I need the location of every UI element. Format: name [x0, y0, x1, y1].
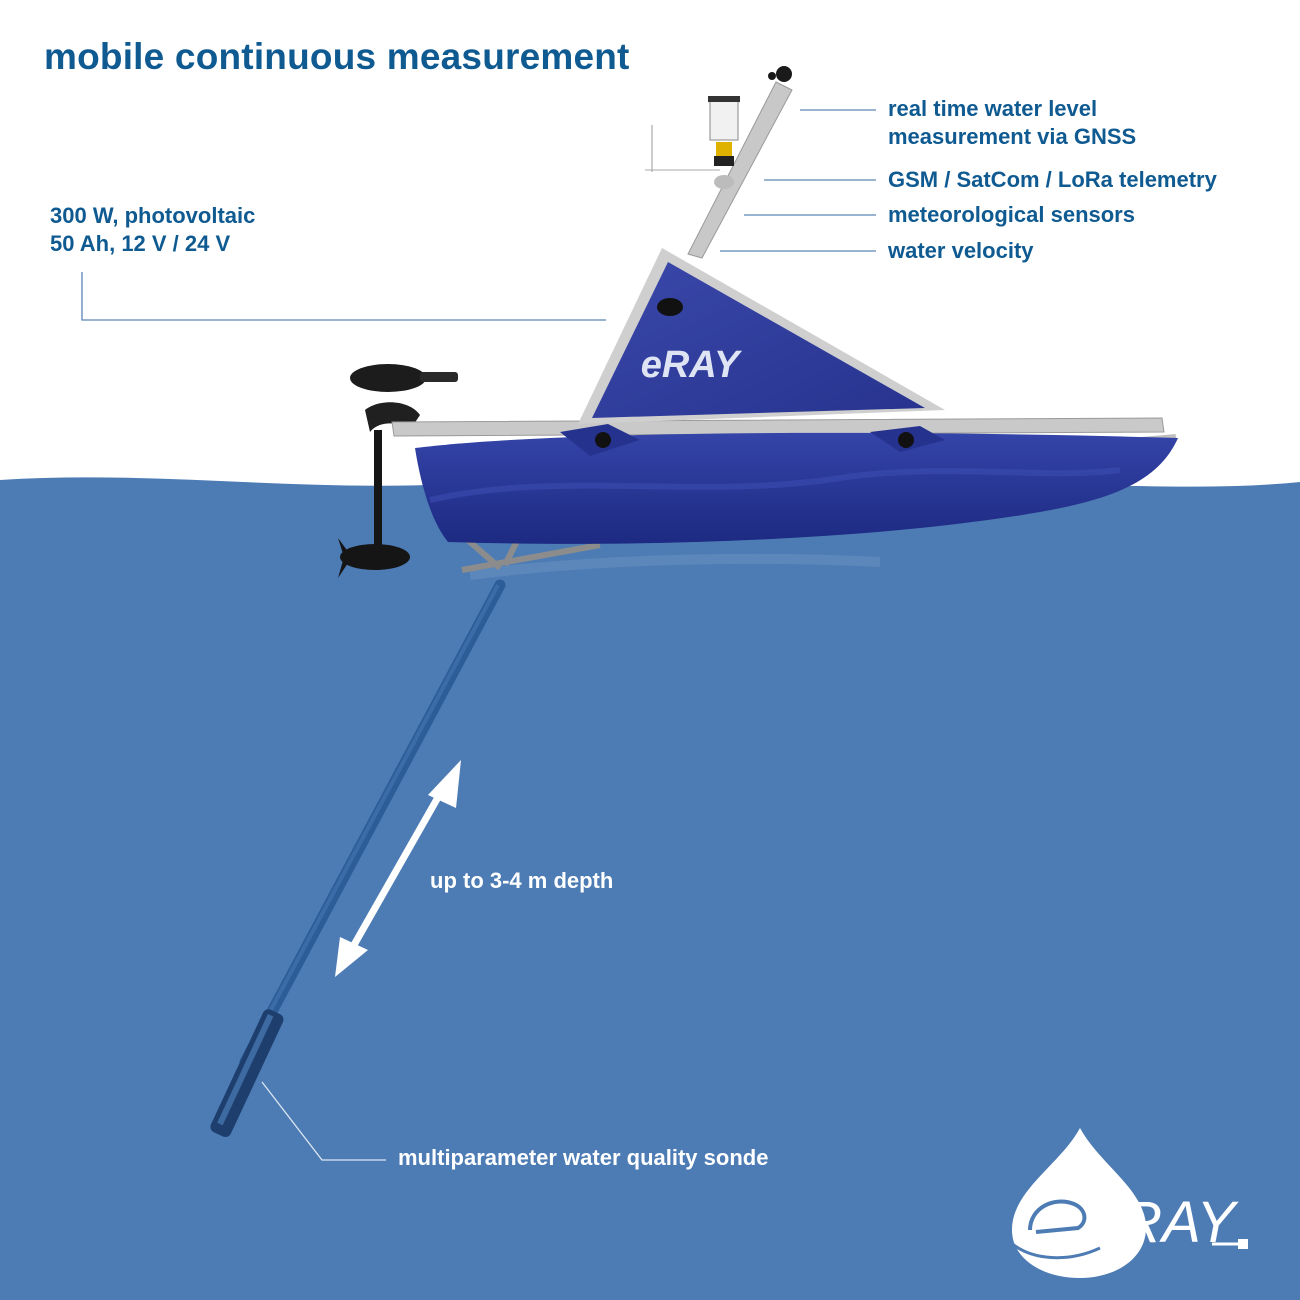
- eray-corner-logo: eRAY: [1006, 1128, 1248, 1278]
- solar-panel: eRAY: [578, 248, 945, 424]
- depth-arrow: [335, 760, 461, 977]
- power-spec-line1: 300 W, photovoltaic: [50, 203, 256, 228]
- hull: [415, 424, 1178, 544]
- sonde-pole: [239, 579, 506, 1068]
- sensor-cluster: [645, 96, 740, 189]
- sonde-leader-line: [261, 1081, 386, 1161]
- velocity-label: water velocity: [888, 238, 1034, 263]
- gnss-label-line1: real time water level: [888, 96, 1098, 121]
- depth-label: up to 3-4 m depth: [430, 868, 614, 893]
- telemetry-label: GSM / SatCom / LoRa telemetry: [888, 167, 1217, 192]
- water-quality-sonde: [210, 1009, 284, 1138]
- meteo-label: meteorological sensors: [888, 202, 1135, 227]
- water-surface: [0, 477, 1300, 1300]
- page-title: mobile continuous measurement: [44, 36, 630, 77]
- gnss-label-line2: measurement via GNSS: [888, 124, 1137, 149]
- power-spec-line2: 50 Ah, 12 V / 24 V: [50, 231, 231, 256]
- hull-logo: eRAY: [641, 344, 743, 386]
- mast: [687, 66, 793, 259]
- leader-lines: [81, 109, 876, 321]
- sonde-label: multiparameter water quality sonde: [398, 1145, 769, 1170]
